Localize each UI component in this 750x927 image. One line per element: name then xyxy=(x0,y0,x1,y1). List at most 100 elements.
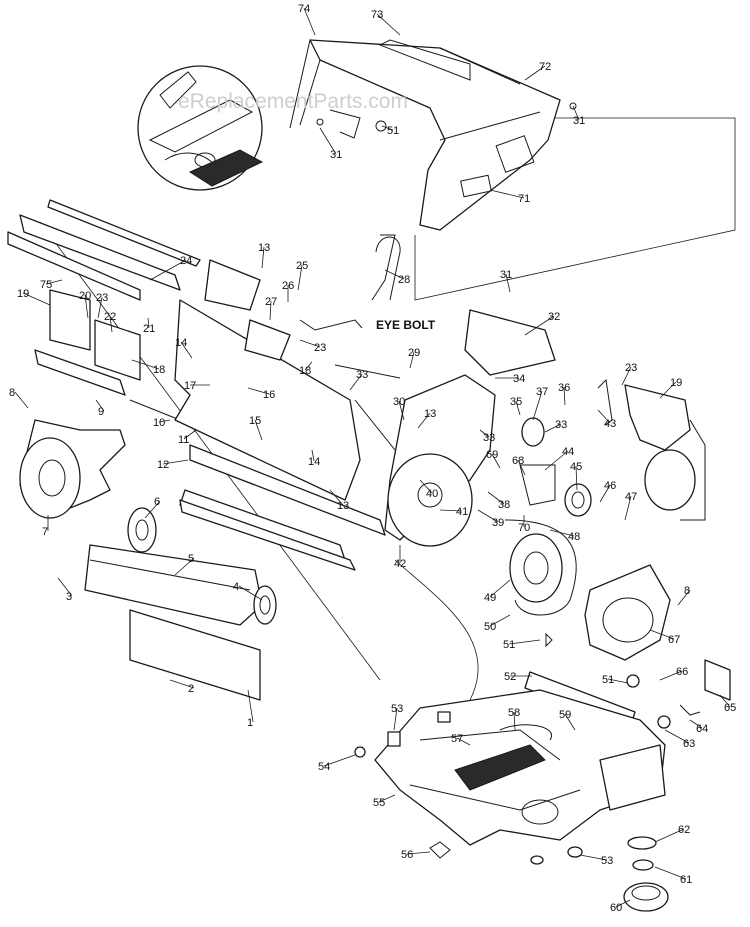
callout-leader-48 xyxy=(549,529,575,537)
callout-leader-14 xyxy=(180,341,193,359)
callout-35: 35 xyxy=(510,396,522,408)
callout-leader-63 xyxy=(664,729,690,744)
callout-leader-49 xyxy=(489,579,511,598)
callout-leader-54 xyxy=(323,754,356,767)
callout-14: 14 xyxy=(308,456,320,468)
callout-53: 53 xyxy=(601,855,613,867)
callout-leader-19 xyxy=(659,381,677,399)
callout-leader-39 xyxy=(477,509,499,523)
callout-8: 8 xyxy=(684,585,690,597)
callout-27: 27 xyxy=(265,296,277,308)
callout-leader-51 xyxy=(381,125,394,131)
callout-leader-8 xyxy=(677,589,691,606)
callout-leader-4 xyxy=(238,585,263,601)
callout-38: 38 xyxy=(498,499,510,511)
callout-leader-36 xyxy=(563,386,566,406)
callout-1: 1 xyxy=(247,717,253,729)
callout-61: 61 xyxy=(680,874,692,886)
callout-64: 64 xyxy=(696,723,708,735)
callout-26: 26 xyxy=(282,280,294,292)
callout-leader-14 xyxy=(311,449,315,462)
callout-47: 47 xyxy=(625,491,637,503)
callout-57: 57 xyxy=(451,733,463,745)
callout-36: 36 xyxy=(558,382,570,394)
callout-leader-29 xyxy=(409,351,415,369)
callout-48: 48 xyxy=(568,531,580,543)
callout-leader-65 xyxy=(719,694,731,708)
callout-leader-57 xyxy=(456,737,471,746)
callout-leader-5 xyxy=(174,557,195,576)
callout-51: 51 xyxy=(503,639,515,651)
watermark: eReplacementParts.com xyxy=(178,90,408,113)
callout-43: 43 xyxy=(604,418,616,430)
callout-leader-21 xyxy=(147,317,150,329)
callout-17: 17 xyxy=(184,380,196,392)
callout-leader-27 xyxy=(269,300,272,321)
callout-33: 33 xyxy=(555,419,567,431)
callout-leader-19 xyxy=(22,292,51,306)
callout-leader-13 xyxy=(329,489,344,506)
callout-7: 7 xyxy=(42,526,48,538)
callout-leader-47 xyxy=(624,495,632,521)
callout-leader-13 xyxy=(417,412,431,429)
callout-23: 23 xyxy=(625,362,637,374)
callout-leader-35 xyxy=(515,400,521,416)
callout-2: 2 xyxy=(188,683,194,695)
callout-34: 34 xyxy=(513,373,525,385)
callout-29: 29 xyxy=(408,347,420,359)
callout-19: 19 xyxy=(17,288,29,300)
callout-23: 23 xyxy=(96,292,108,304)
callout-leader-13 xyxy=(261,246,265,269)
callout-33: 33 xyxy=(356,369,368,381)
callout-23: 23 xyxy=(314,342,326,354)
callout-leader-40 xyxy=(419,479,433,494)
callout-leader-32 xyxy=(524,315,555,336)
callout-70: 70 xyxy=(518,522,530,534)
callout-leader-33 xyxy=(479,429,490,438)
callout-19: 19 xyxy=(670,377,682,389)
left-rails xyxy=(7,199,211,433)
callout-leader-18 xyxy=(304,361,313,371)
callout-leader-44 xyxy=(544,450,569,471)
callout-leader-31 xyxy=(319,127,337,155)
callout-59: 59 xyxy=(559,709,571,721)
callout-67: 67 xyxy=(668,634,680,646)
callout-13: 13 xyxy=(258,242,270,254)
callout-68: 68 xyxy=(512,455,524,467)
callout-54: 54 xyxy=(318,761,330,773)
callout-18: 18 xyxy=(153,364,165,376)
callout-31: 31 xyxy=(500,269,512,281)
callout-60: 60 xyxy=(610,902,622,914)
callout-69: 69 xyxy=(486,449,498,461)
drive-housing xyxy=(384,309,706,661)
detail-inset xyxy=(137,65,264,191)
callout-52: 52 xyxy=(504,671,516,683)
callout-37: 37 xyxy=(536,386,548,398)
callout-leader-72 xyxy=(524,65,546,81)
callout-leader-51 xyxy=(508,639,541,645)
callout-10: 10 xyxy=(153,417,165,429)
callout-leader-53 xyxy=(579,854,608,861)
callout-58: 58 xyxy=(508,707,520,719)
callout-leader-6 xyxy=(144,500,161,519)
callout-53: 53 xyxy=(391,703,403,715)
eye-bolt: EYE BOLT xyxy=(375,236,436,332)
callout-9: 9 xyxy=(98,406,104,418)
callout-leader-2 xyxy=(169,679,195,689)
callout-leader-59 xyxy=(564,713,576,731)
callout-24: 24 xyxy=(180,255,192,267)
callout-leader-68 xyxy=(517,459,526,476)
callout-leader-46 xyxy=(599,484,611,503)
callout-73: 73 xyxy=(371,9,383,21)
callout-39: 39 xyxy=(492,517,504,529)
callout-72: 72 xyxy=(539,61,551,73)
callout-leader-1 xyxy=(247,689,254,723)
callout-11: 11 xyxy=(178,434,189,446)
callout-65: 65 xyxy=(724,702,736,714)
callout-leader-67 xyxy=(649,629,675,640)
callout-leader-56 xyxy=(406,851,431,855)
callout-31: 31 xyxy=(573,115,585,127)
side-panel xyxy=(174,234,401,561)
callout-leader-53 xyxy=(393,707,398,731)
